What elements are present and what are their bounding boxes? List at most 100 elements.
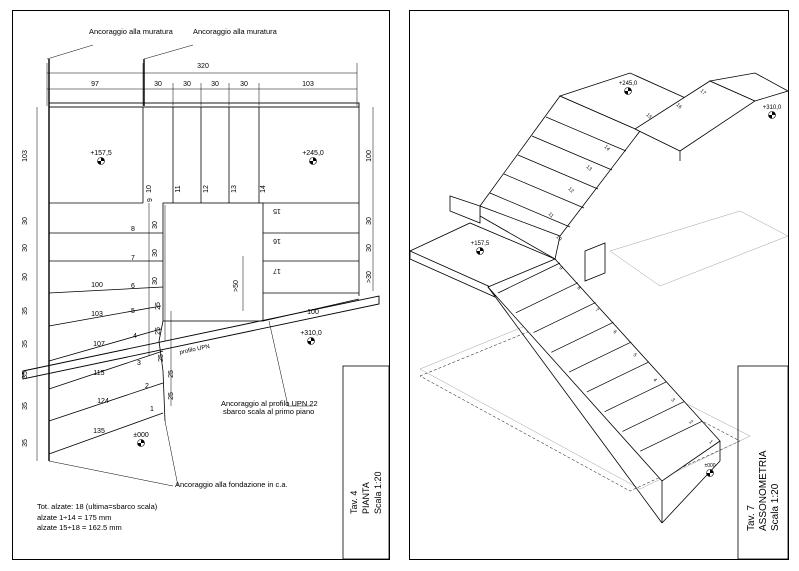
plan-title-name: PIANTA <box>361 482 371 514</box>
dim-inner-4: 25 <box>155 327 162 335</box>
plan-step-11: 11 <box>175 185 182 192</box>
dim-right-3: >30 <box>366 271 373 283</box>
dim-left-1: 30 <box>22 217 29 225</box>
plan-level-157-icon <box>97 157 105 165</box>
axo-step-15: 15 <box>645 112 653 120</box>
axo-step-10: 10 <box>555 234 563 242</box>
winder-width-115: 115 <box>93 370 104 377</box>
dim-right-4: 100 <box>307 309 319 316</box>
axo-step-13: 13 <box>585 164 593 172</box>
winder-width-103: 103 <box>91 311 103 318</box>
plan-level-000-icon <box>137 439 145 447</box>
plan-step-14: 14 <box>260 185 267 193</box>
plan-level-245-label: +245,0 <box>302 150 324 157</box>
axo-step-3: 3 <box>670 397 676 403</box>
anchor-upn-label-1: Ancoraggio al profilo UPN 22 <box>221 399 318 408</box>
axo-level-157-label: +157,5 <box>471 241 490 247</box>
dim-top-1: 30 <box>154 81 162 88</box>
plan-level-245-icon <box>309 157 317 165</box>
axo-title-tav: Tav. 7 <box>746 505 757 531</box>
plan-step-3: 3 <box>137 360 141 367</box>
axo-level-310-label: +310,0 <box>763 105 782 111</box>
level-markers: +157,5+245,0+310,0±000 <box>90 150 324 447</box>
plan-step-15: 15 <box>273 207 281 214</box>
anchor-wall-label-2: Ancoraggio alla muratura <box>193 27 277 36</box>
dim-inner-3: 25 <box>155 302 162 310</box>
plan-step-2: 2 <box>145 383 149 390</box>
axo-level-000-icon <box>706 469 714 477</box>
axo-level-000-label: ±000 <box>704 463 715 469</box>
dim-top-3: 30 <box>211 81 219 88</box>
note-risers-1-14: alzate 1÷14 = 175 mm <box>37 513 112 522</box>
dim-inner-7: 25 <box>168 392 175 400</box>
axo-level-markers: +157,5 +245,0 +310,0 ±000 <box>471 81 782 477</box>
dim-left-3: 30 <box>22 273 29 281</box>
dim-right-0: 100 <box>366 150 373 162</box>
dim-left-7: 35 <box>22 402 29 410</box>
axo-level-157-icon <box>476 247 484 255</box>
dim-left-8: 35 <box>22 439 29 447</box>
dim-total: 320 <box>197 63 209 70</box>
axo-step-4: 4 <box>652 377 658 383</box>
axo-level-245-icon <box>624 87 632 95</box>
dim-left-2: 30 <box>22 244 29 252</box>
dim-top-0: 97 <box>91 81 99 88</box>
plan-title-tav: Tav. 4 <box>349 490 359 514</box>
dim-right-2: 30 <box>366 244 373 252</box>
dim-left-4: 35 <box>22 307 29 315</box>
dim-left-5: 35 <box>22 340 29 348</box>
axo-step-11: 11 <box>547 211 555 219</box>
axo-step-7: 7 <box>594 307 600 313</box>
plan-step-7: 7 <box>131 255 135 262</box>
dim-inner-2: 30 <box>152 277 159 285</box>
plan-step-8: 8 <box>131 226 135 233</box>
winder-width-124: 124 <box>97 398 109 405</box>
plan-step-12: 12 <box>203 185 210 193</box>
upn-profile-label: profilo UPN <box>179 344 210 356</box>
note-risers: Tot. alzate: 18 (ultima=sbarco scala) <box>37 502 158 511</box>
axo-title-scale: Scala 1:20 <box>770 483 781 531</box>
dim-left-0: 103 <box>22 150 29 162</box>
dim-top-5: 103 <box>302 81 314 88</box>
plan-step-16: 16 <box>273 237 281 244</box>
dim-top-4: 30 <box>240 81 248 88</box>
plan-level-310-label: +310,0 <box>300 330 322 337</box>
anchor-wall-label-1: Ancoraggio alla muratura <box>89 27 173 36</box>
axo-step-9: 9 <box>558 265 564 271</box>
axo-step-8: 8 <box>576 285 582 291</box>
winder-width-100: 100 <box>91 282 103 289</box>
plan-level-157-label: +157,5 <box>90 150 112 157</box>
dim-left-6: 35 <box>22 371 29 379</box>
axo-step-16: 16 <box>675 102 683 110</box>
winder-width-135: 135 <box>93 428 105 435</box>
anchor-foundation-label: Ancoraggio alla fondazione in c.a. <box>175 480 288 489</box>
axo-step-6: 6 <box>612 329 618 335</box>
dim-inner-5: 25 <box>158 354 165 362</box>
plan-step-17: 17 <box>273 267 281 274</box>
axo-step-17: 17 <box>699 88 707 96</box>
dim-inner-0: 30 <box>152 221 159 229</box>
plan-step-1: 1 <box>150 406 154 413</box>
plan-level-310-icon <box>307 337 315 345</box>
dim-inner-1: 30 <box>152 249 159 257</box>
axo-step-5: 5 <box>632 352 638 358</box>
plan-step-9: 9 <box>147 198 154 202</box>
winder-width-107: 107 <box>93 341 105 348</box>
plan-step-10: 10 <box>146 185 153 193</box>
axo-step-12: 12 <box>567 186 575 194</box>
plan-step-4: 4 <box>133 333 137 340</box>
plan-title-scale: Scala 1:20 <box>373 471 383 514</box>
axo-title-name: ASSONOMETRIA <box>758 450 769 531</box>
axonometric-drawing: +157,5+245,0+310,0±000 12345678910111213… <box>409 72 790 560</box>
note-risers-15-18: alzate 15÷18 = 162.5 mm <box>37 523 122 532</box>
dim-right-1: 30 <box>366 217 373 225</box>
axo-level-245-label: +245,0 <box>619 81 638 87</box>
axo-step-14: 14 <box>603 144 611 152</box>
plan-step-6: 6 <box>131 283 135 290</box>
plan-step-5: 5 <box>131 308 135 315</box>
dim-top-2: 30 <box>183 81 191 88</box>
axo-level-310-icon <box>768 111 776 119</box>
